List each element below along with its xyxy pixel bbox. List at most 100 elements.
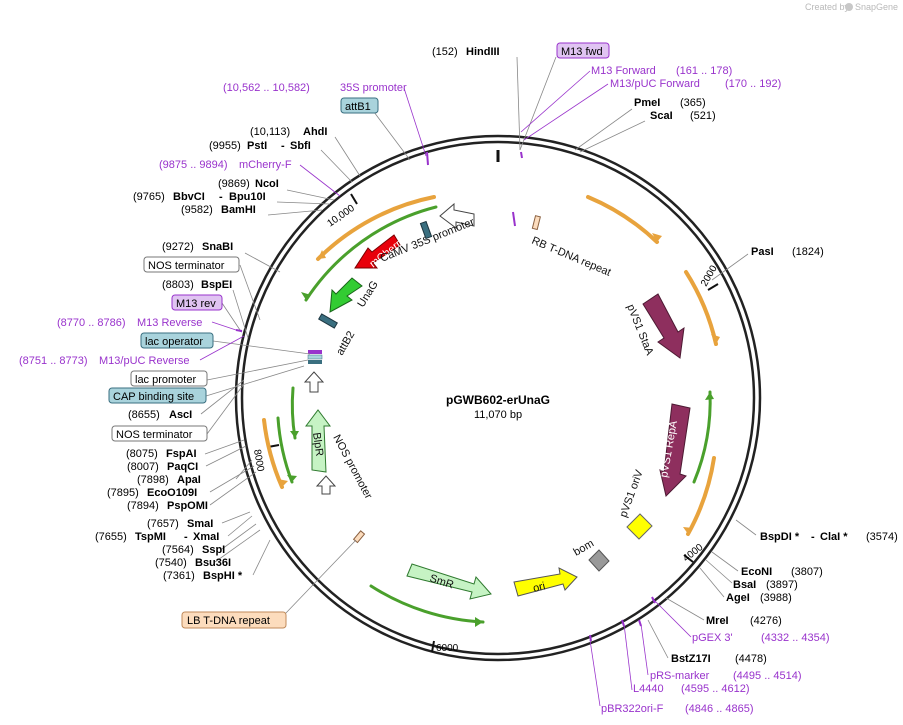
- backbone-outer-circle: [234, 134, 762, 662]
- label-snabi-name[interactable]: SnaBI: [202, 241, 233, 253]
- feature-pvs1-oriv[interactable]: [626, 513, 653, 540]
- label-snabi-pos: (9272): [162, 241, 194, 253]
- backbone-inner-circle: [240, 140, 756, 656]
- label-mcherryf-name[interactable]: mCherry-F: [239, 159, 292, 171]
- feature-unag[interactable]: [329, 277, 363, 313]
- orange-arrowhead-2: [711, 334, 720, 344]
- label-fspai-name[interactable]: FspAI: [166, 448, 197, 460]
- leader-tspmi: [227, 515, 253, 537]
- feature-attb1[interactable]: [419, 220, 433, 240]
- label-pgex3-name[interactable]: pGEX 3': [692, 632, 733, 644]
- label-asci-name[interactable]: AscI: [169, 409, 192, 421]
- label-psti-pos: (9955): [209, 140, 241, 152]
- label-bamhi-name[interactable]: BamHI: [221, 204, 256, 216]
- label-nosterm1-name: NOS terminator: [148, 260, 225, 272]
- green-arc-5: [369, 584, 485, 624]
- label-sbfi-name[interactable]: SbfI: [290, 140, 311, 152]
- feature-attb2[interactable]: [318, 313, 338, 329]
- label-attb1-box[interactable]: [340, 97, 379, 114]
- label-bsphi-name[interactable]: BspHI *: [203, 570, 243, 582]
- feature-pvs1-staa[interactable]: [642, 293, 685, 359]
- label-m13pucreverse-pos: (8751 .. 8773): [19, 355, 88, 367]
- label-35sprom-name[interactable]: 35S promoter: [340, 82, 407, 94]
- leader-mrei: [665, 597, 705, 621]
- label-pmei-pos: (365): [680, 97, 706, 109]
- leader-smai: [221, 511, 251, 524]
- label-tspmi-name[interactable]: TspMI: [135, 531, 166, 543]
- label-ahdi-name[interactable]: AhdI: [303, 126, 327, 138]
- label-m13pucreverse-name[interactable]: M13/pUC Reverse: [99, 355, 189, 367]
- green-arrowhead-2: [705, 392, 714, 400]
- label-smai-name[interactable]: SmaI: [187, 518, 213, 530]
- feature-lac-elements[interactable]: [307, 350, 323, 364]
- tick-10000-label: 10,000: [325, 203, 357, 230]
- feature-attb2-label: attB2: [334, 329, 357, 357]
- label-l4440-name[interactable]: L4440: [633, 683, 664, 695]
- label-pgex3-pos: (4332 .. 4354): [761, 632, 830, 644]
- label-lbtdna-box[interactable]: [181, 611, 287, 629]
- label-nosterm2-box[interactable]: [111, 425, 208, 442]
- label-mrei-name[interactable]: MreI: [706, 615, 729, 627]
- label-lacop-box[interactable]: [140, 332, 214, 349]
- leader-bspei: [232, 289, 249, 339]
- label-econi-name[interactable]: EcoNI: [741, 566, 772, 578]
- primer-mark-l4440: [621, 619, 625, 627]
- label-paqci-name[interactable]: PaqCI: [167, 461, 198, 473]
- feature-pvs1-repa[interactable]: [659, 403, 691, 497]
- leader-ecoo109i: [209, 465, 255, 493]
- feature-mcherry[interactable]: [354, 234, 401, 269]
- label-m13fwd-box[interactable]: [556, 42, 610, 59]
- label-bsu36i-name[interactable]: Bsu36I: [195, 557, 231, 569]
- label-pmei-name[interactable]: PmeI: [634, 97, 660, 109]
- orange-arrowhead-1: [652, 233, 662, 242]
- feature-camv-35s-promoter[interactable]: [439, 202, 475, 229]
- label-scai-name[interactable]: ScaI: [650, 110, 673, 122]
- leader-m13reverse: [211, 321, 243, 333]
- label-apai-name[interactable]: ApaI: [177, 474, 201, 486]
- snapgene-logo-icon: [845, 3, 853, 11]
- label-bspei-name[interactable]: BspEI: [201, 279, 232, 291]
- label-pasi-name[interactable]: PasI: [751, 246, 774, 258]
- label-xmai-name[interactable]: XmaI: [193, 531, 219, 543]
- leader-pspomi: [209, 471, 257, 506]
- label-ncoi-name[interactable]: NcoI: [255, 178, 279, 190]
- primer-mark-pgex: [651, 596, 656, 604]
- label-m13reverse-name[interactable]: M13 Reverse: [137, 317, 202, 329]
- green-arc-1: [304, 205, 438, 302]
- label-bbvci-name[interactable]: BbvCI: [173, 191, 205, 203]
- label-sspi-name[interactable]: SspI: [202, 544, 225, 556]
- feature-ori[interactable]: [513, 567, 578, 597]
- label-tspmi-sep: -: [184, 531, 188, 543]
- leader-prsmarker: [640, 623, 649, 676]
- label-ecoo109i-name[interactable]: EcoO109I: [147, 487, 197, 499]
- feature-ori-label: ori: [532, 580, 547, 595]
- feature-smr[interactable]: [406, 563, 492, 600]
- feature-bom[interactable]: [588, 549, 610, 572]
- label-lacprom-box[interactable]: [130, 370, 208, 387]
- leader-psti: [320, 149, 353, 183]
- label-l4440-pos: (4595 .. 4612): [681, 683, 750, 695]
- label-m13rev-box[interactable]: [171, 294, 223, 311]
- leader-apai: [235, 459, 253, 480]
- label-nosterm1-box[interactable]: [143, 256, 240, 273]
- label-bpu10i-name[interactable]: Bpu10I: [229, 191, 266, 203]
- label-bsai-name[interactable]: BsaI: [733, 579, 756, 591]
- label-hindiii-name[interactable]: HindIII: [466, 46, 500, 58]
- label-agei-name[interactable]: AgeI: [726, 592, 750, 604]
- label-psti-name[interactable]: PstI: [247, 140, 267, 152]
- label-apai-pos: (7898): [137, 474, 169, 486]
- label-clai-name[interactable]: ClaI *: [820, 531, 848, 543]
- label-m13pucforward-name[interactable]: M13/pUC Forward: [610, 78, 700, 90]
- label-prsmarker-name[interactable]: pRS-marker: [650, 670, 710, 682]
- orange-arc-3: [686, 456, 716, 536]
- feature-blpr[interactable]: [305, 409, 331, 473]
- label-cap-box[interactable]: [108, 387, 207, 404]
- label-pbr322orif-name[interactable]: pBR322ori-F: [601, 703, 664, 715]
- label-pspomi-name[interactable]: PspOMI: [167, 500, 208, 512]
- label-bstz17i-name[interactable]: BstZ17I: [671, 653, 711, 665]
- label-bspdi-name[interactable]: BspDI *: [760, 531, 800, 543]
- leader-bsai: [705, 559, 733, 584]
- label-m13forward-name[interactable]: M13 Forward: [591, 65, 656, 77]
- feature-rb-tdna-repeat[interactable]: [531, 215, 541, 231]
